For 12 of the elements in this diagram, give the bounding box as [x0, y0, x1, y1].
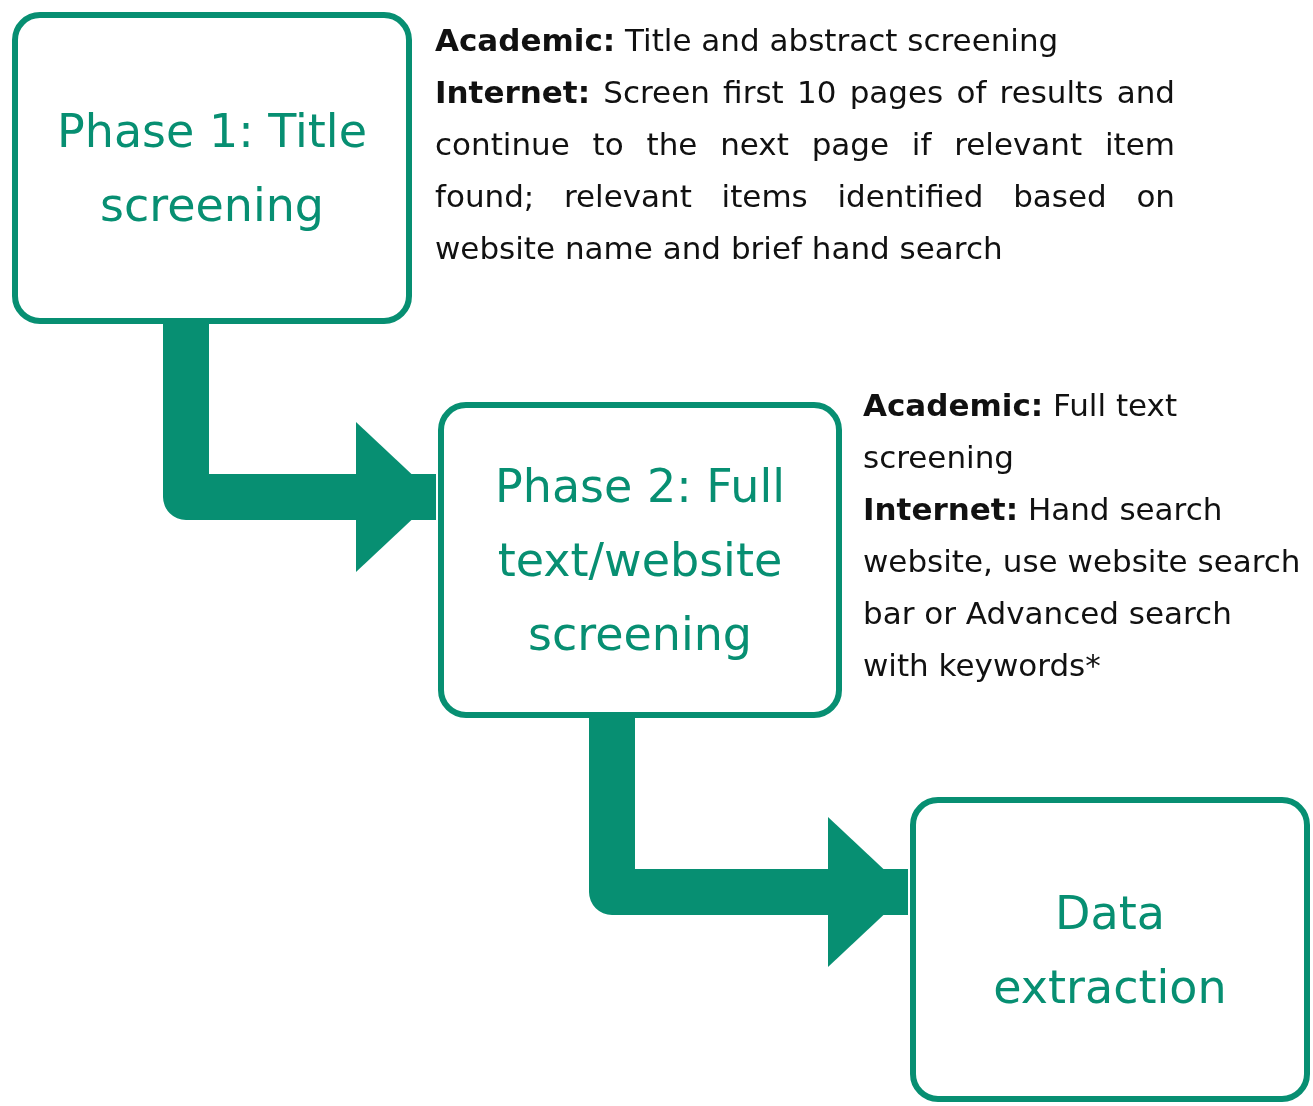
description-text: Academic: Title and abstract screening: [435, 21, 1060, 60]
description-text: Academic: Full text screening: [863, 386, 1179, 477]
bent-arrow: [163, 324, 436, 572]
box-title: Phase 1: Title screening: [56, 103, 368, 234]
box-title: Data extraction: [992, 884, 1228, 1016]
description-text: Internet: Hand search website, use website search bar or Advanced search with keywords*: [863, 490, 1302, 685]
bent-arrow: [589, 718, 908, 967]
process-box: [910, 797, 1310, 1102]
description-text: Internet: Screen first 10 pages of results and continue to the next page if relevant item found; relevant items identified based on website name and brief hand search: [435, 73, 1175, 268]
process-box: [12, 12, 412, 324]
process-box: [438, 402, 842, 718]
box-title: Phase 2: Full text/website screening: [494, 458, 786, 663]
